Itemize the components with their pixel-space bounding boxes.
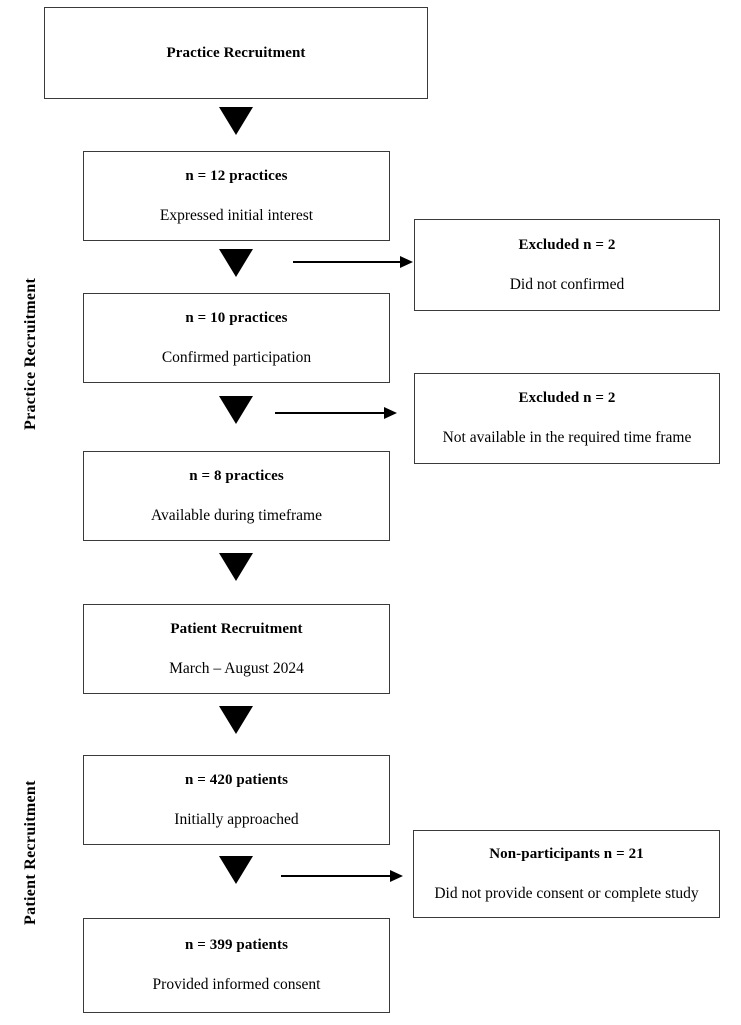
arrow-shaft	[293, 261, 401, 263]
node-excluded-no-timeframe[interactable]: Excluded n = 2 Not available in the requ…	[414, 373, 720, 464]
node-available-timeframe[interactable]: n = 8 practices Available during timefra…	[83, 451, 390, 541]
arrow-right-icon-2	[275, 407, 397, 419]
node-detail: Expressed initial interest	[159, 206, 314, 224]
side-label-patient-recruitment: Patient Recruitment	[22, 780, 39, 925]
node-detail: Available during timeframe	[150, 506, 322, 524]
arrow-head	[400, 256, 413, 268]
node-heading: Patient Recruitment	[170, 620, 303, 637]
arrow-shaft	[281, 875, 391, 877]
arrow-shaft	[275, 412, 385, 414]
node-detail: Did not confirmed	[509, 275, 625, 293]
node-detail: Not available in the required time frame	[442, 429, 692, 447]
node-heading: n = 8 practices	[189, 467, 284, 484]
arrow-head	[390, 870, 403, 882]
node-practice-recruitment-header[interactable]: Practice Recruitment	[44, 7, 428, 99]
node-detail: Confirmed participation	[161, 348, 312, 366]
node-confirmed-participation[interactable]: n = 10 practices Confirmed participation	[83, 293, 390, 383]
node-patient-recruitment-header[interactable]: Patient Recruitment March – August 2024	[83, 604, 390, 694]
side-label-practice-recruitment: Practice Recruitment	[22, 277, 39, 430]
node-heading: n = 10 practices	[185, 309, 288, 326]
node-heading: n = 420 patients	[184, 771, 289, 788]
node-provided-consent[interactable]: n = 399 patients Provided informed conse…	[83, 918, 390, 1013]
node-detail: Initially approached	[174, 810, 299, 828]
triangle-down-icon-1	[219, 107, 253, 135]
node-heading: Non-participants n = 21	[489, 845, 644, 862]
node-heading: Excluded n = 2	[518, 390, 616, 407]
node-detail: Provided informed consent	[152, 976, 321, 994]
node-excluded-not-confirmed[interactable]: Excluded n = 2 Did not confirmed	[414, 219, 720, 311]
node-heading: n = 12 practices	[185, 167, 288, 184]
triangle-down-icon-6	[219, 856, 253, 884]
arrow-right-icon-3	[281, 870, 403, 882]
triangle-down-icon-2	[219, 249, 253, 277]
triangle-down-icon-3	[219, 396, 253, 424]
node-non-participants[interactable]: Non-participants n = 21 Did not provide …	[413, 830, 720, 918]
node-heading: n = 399 patients	[184, 937, 289, 954]
node-initially-approached[interactable]: n = 420 patients Initially approached	[83, 755, 390, 845]
node-heading: Practice Recruitment	[166, 45, 306, 61]
triangle-down-icon-4	[219, 553, 253, 581]
node-heading: Excluded n = 2	[518, 236, 616, 253]
arrow-head	[384, 407, 397, 419]
node-detail: March – August 2024	[169, 659, 304, 677]
triangle-down-icon-5	[219, 706, 253, 734]
node-detail: Did not provide consent or complete stud…	[434, 884, 699, 902]
node-expressed-interest[interactable]: n = 12 practices Expressed initial inter…	[83, 151, 390, 241]
arrow-right-icon-1	[293, 256, 413, 268]
